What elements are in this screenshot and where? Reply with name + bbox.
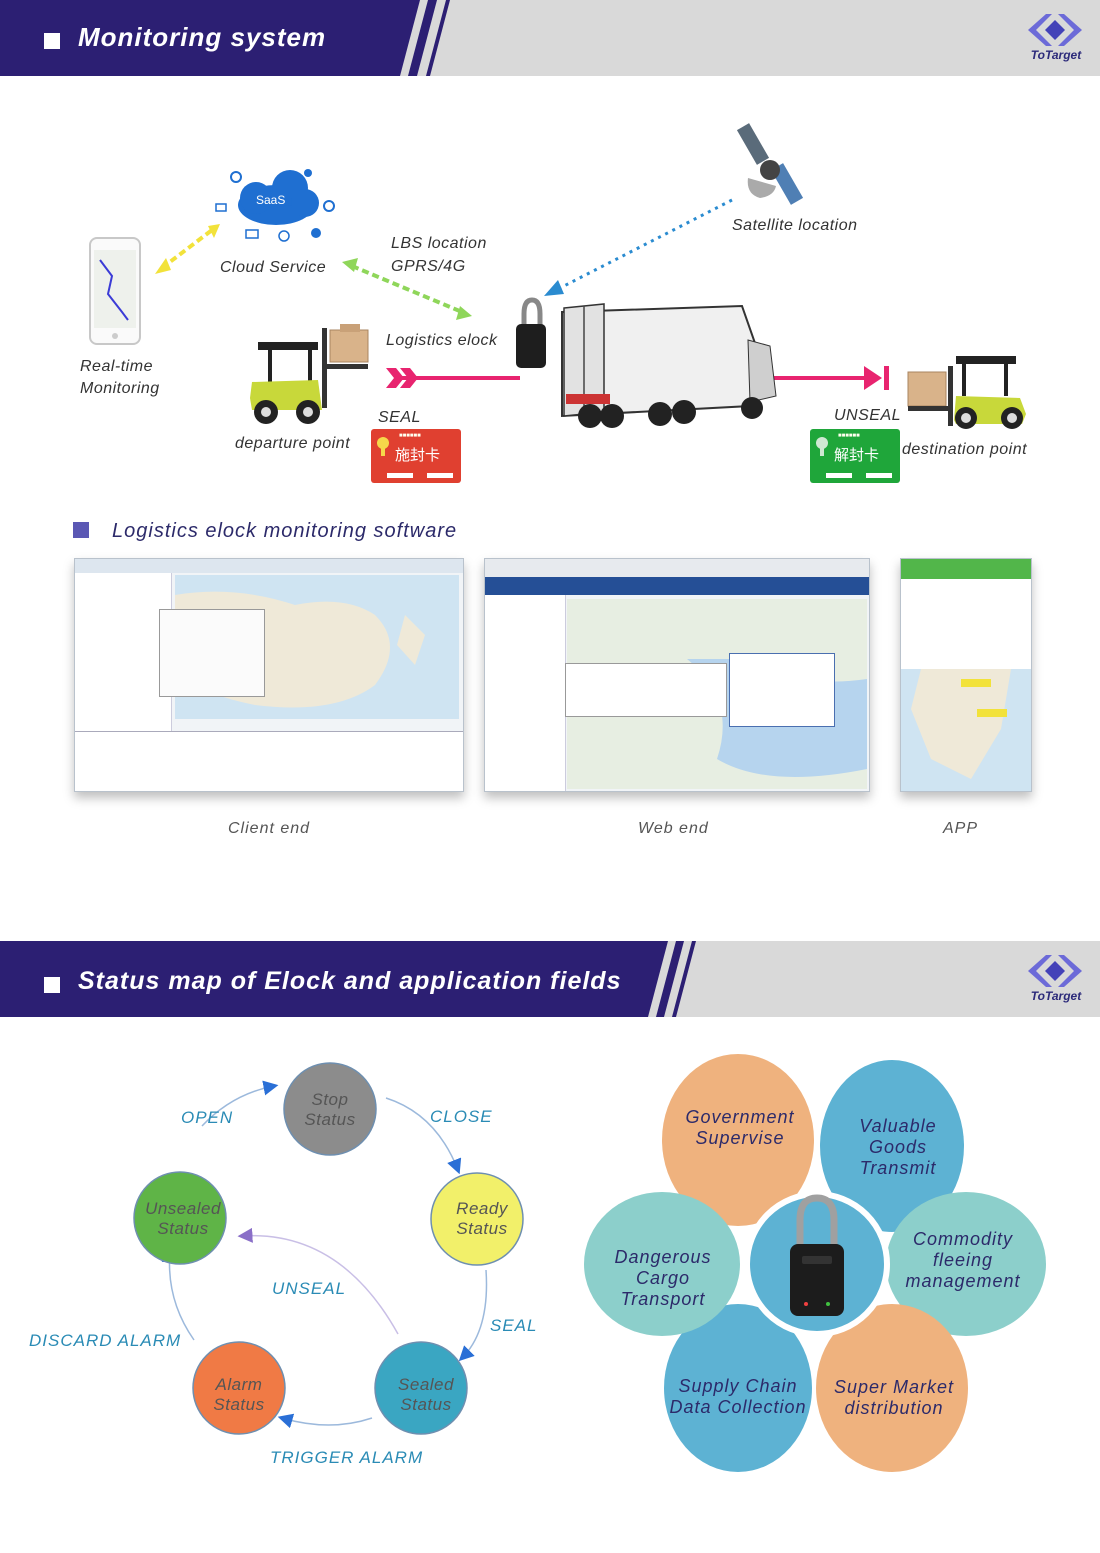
open-transition-label: OPEN — [181, 1108, 234, 1127]
departure-point-label: departure point — [235, 435, 351, 452]
page-title-status: Status map of Elock and application fiel… — [78, 967, 622, 995]
unseal-card: ■■■■■■ 解封卡 — [810, 429, 900, 483]
trigger-alarm-transition-label: TRIGGER ALARM — [270, 1448, 424, 1467]
realtime-label-line2: Monitoring — [80, 380, 160, 397]
monitoring-diagram — [89, 123, 1026, 429]
banner-square-icon — [44, 977, 60, 993]
status-map-diagram — [133, 1062, 524, 1435]
brand-logo: ToTarget — [1024, 10, 1086, 66]
logo-chevron-icon — [1028, 955, 1082, 987]
banner-square-icon — [44, 33, 60, 49]
satellite-location-label: Satellite location — [732, 217, 858, 234]
seal-label: SEAL — [378, 409, 421, 426]
petal-super-market — [816, 1304, 968, 1472]
header-banner-status: Status map of Elock and application fiel… — [0, 941, 1100, 1017]
ready-status-node — [430, 1172, 524, 1266]
key-icon — [816, 437, 828, 456]
realtime-label-line1: Real-time — [80, 358, 153, 375]
phone-cloud-link — [155, 224, 220, 274]
seal-transition-label: SEAL — [490, 1316, 538, 1335]
close-transition-label: CLOSE — [430, 1107, 493, 1126]
satellite-elock-link — [544, 198, 733, 296]
phone-icon — [89, 237, 141, 345]
seal-card-header: ■■■■■■ — [399, 433, 421, 439]
cloud-elock-link — [342, 258, 472, 320]
seal-transport-line — [386, 366, 889, 390]
client-end-label: Client end — [228, 820, 311, 837]
logo-chevron-icon — [1028, 14, 1082, 46]
stop-status-node — [283, 1062, 377, 1156]
key-icon — [377, 437, 389, 456]
unseal-card-header: ■■■■■■ — [838, 433, 860, 439]
client-end-screenshot — [74, 558, 464, 792]
unsealed-status-node — [133, 1171, 227, 1265]
logo-text: ToTarget — [1030, 989, 1082, 1003]
lbs-location-label: LBS location — [391, 235, 487, 252]
header-banner-monitoring: Monitoring system ToTarget — [0, 0, 1100, 76]
cloud-icon — [215, 169, 335, 242]
petal-valuable — [820, 1060, 964, 1232]
petal-commodity — [886, 1192, 1046, 1336]
unseal-transition-label: UNSEAL — [272, 1279, 347, 1298]
application-fields-diagram — [584, 1054, 1046, 1472]
cloud-service-label: Cloud Service — [220, 259, 327, 276]
petal-supply-chain — [664, 1304, 812, 1472]
discard-alarm-transition-label: DISCARD ALARM — [29, 1331, 182, 1350]
elock-icon — [516, 297, 546, 368]
app-screenshot — [900, 558, 1032, 792]
cloud-badge: SaaS — [256, 193, 286, 207]
unseal-card-text: 解封卡 — [834, 447, 880, 464]
logistics-elock-label: Logistics elock — [386, 332, 498, 349]
page-title-monitoring: Monitoring system — [78, 22, 327, 52]
app-map-icon — [911, 669, 1011, 779]
center-elock-icon — [790, 1194, 844, 1316]
satellite-icon — [736, 123, 804, 205]
banner-background — [0, 0, 450, 76]
sealed-status-node — [374, 1341, 468, 1435]
banner-background — [0, 941, 696, 1017]
brand-logo: ToTarget — [1024, 951, 1086, 1007]
web-end-label: Web end — [638, 820, 709, 837]
truck-icon — [561, 303, 777, 428]
software-section-square-icon — [73, 522, 89, 538]
seal-card: ■■■■■■ 施封卡 — [371, 429, 461, 483]
unseal-label: UNSEAL — [834, 407, 902, 424]
petal-dangerous — [584, 1192, 740, 1336]
web-end-screenshot — [484, 558, 870, 792]
forklift-departure-icon — [250, 324, 369, 424]
forklift-destination-icon — [907, 356, 1026, 429]
app-label: APP — [943, 820, 979, 837]
seal-card-text: 施封卡 — [395, 447, 441, 464]
alarm-status-node — [192, 1341, 286, 1435]
software-section-title: Logistics elock monitoring software — [112, 520, 458, 542]
destination-point-label: destination point — [902, 441, 1028, 458]
logo-text: ToTarget — [1030, 48, 1082, 62]
petal-government — [662, 1054, 814, 1226]
gprs-label: GPRS/4G — [391, 258, 466, 275]
